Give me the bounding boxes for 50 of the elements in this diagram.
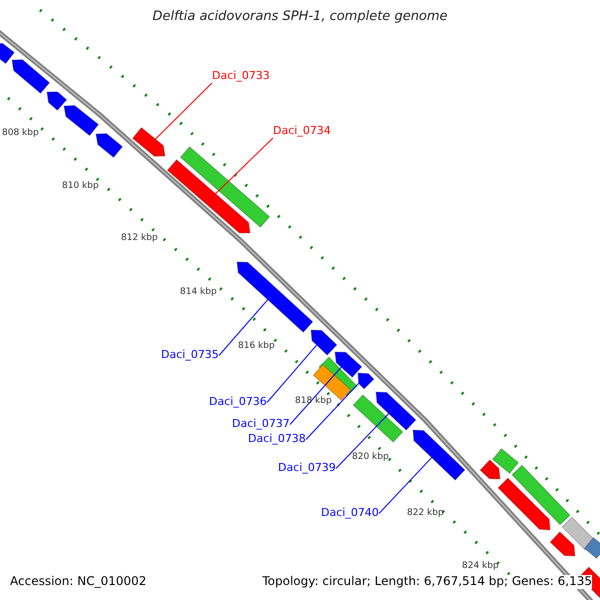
gene-bar [236, 262, 314, 333]
gene-label: Daci_0735 [161, 349, 219, 362]
leader-line [218, 299, 268, 356]
leader-line [378, 457, 432, 514]
gene-bar [562, 516, 596, 550]
gene-bar [96, 133, 123, 158]
gene-bar [166, 159, 250, 234]
leader-line [266, 344, 318, 403]
leader-line [215, 138, 274, 194]
gene-bar [550, 531, 576, 556]
leader-line [290, 366, 342, 425]
gene-label: Daci_0733 [212, 70, 270, 83]
gene-label: Daci_0738 [248, 433, 306, 446]
position-label: 820 kbp [352, 452, 389, 462]
diagram-title: Delftia acidovorans SPH-1, complete genome [152, 9, 448, 24]
gene-label: Daci_0740 [321, 507, 379, 520]
gene-label: Daci_0736 [209, 396, 267, 409]
gene-bar [412, 430, 466, 481]
gene-bar [480, 459, 500, 480]
gene-bar [180, 146, 270, 228]
gene-bar [358, 372, 374, 390]
gene-label: Daci_0739 [278, 462, 336, 475]
gene-bar [511, 464, 571, 526]
gene-bar [498, 478, 550, 530]
gene-bar [334, 352, 362, 378]
position-label: 812 kbp [121, 233, 158, 244]
gene-bar [132, 127, 166, 157]
leader-line [154, 82, 212, 140]
gene-bar [352, 394, 404, 443]
position-label: 818 kbp [295, 396, 332, 406]
position-label: 822 kbp [407, 508, 444, 518]
position-label: 814 kbp [180, 287, 217, 298]
gene-bar [584, 537, 600, 559]
position-label: 810 kbp [62, 181, 99, 192]
leader-line [306, 382, 360, 440]
gene-bar [492, 448, 519, 474]
position-label: 816 kbp [238, 341, 275, 352]
gene-bar [46, 92, 68, 111]
gene-bar [310, 330, 338, 356]
position-label: 808 kbp [2, 128, 39, 138]
leader-line [336, 413, 390, 469]
gene-bar [12, 59, 50, 94]
gene-bar [0, 43, 15, 64]
gene-label: Daci_0737 [232, 418, 290, 431]
accession-text: Accession: NC_010002 [10, 575, 146, 589]
gene-label: Daci_0734 [273, 125, 331, 138]
gene-bar [64, 105, 99, 136]
gene-bar [376, 392, 416, 431]
genome-summary-text: Topology: circular; Length: 6,767,514 bp; Genes: 6,135 [262, 575, 592, 589]
position-label: 824 kbp [462, 561, 499, 572]
